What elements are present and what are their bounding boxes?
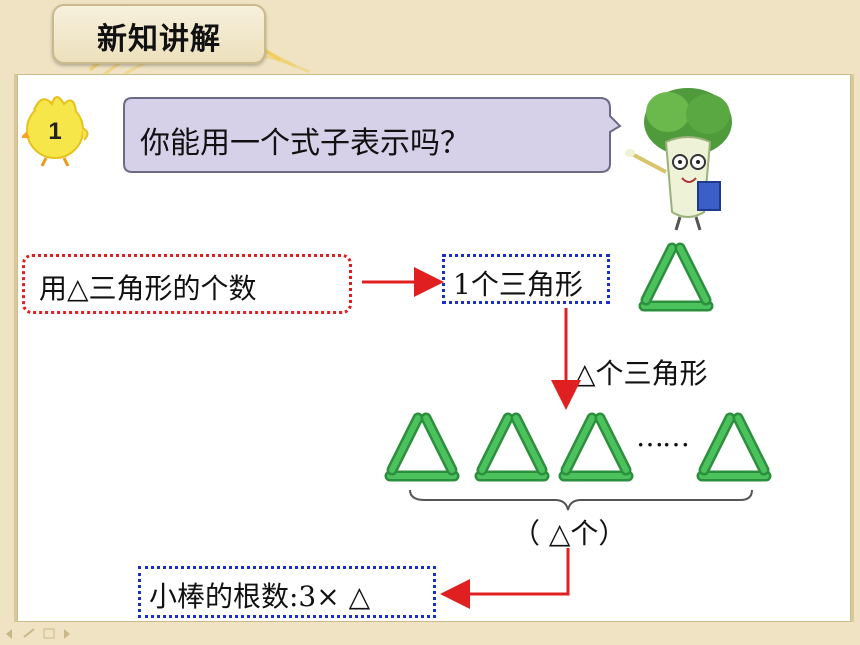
chick-icon bbox=[22, 96, 89, 167]
menu-icon[interactable] bbox=[43, 628, 55, 639]
prev-icon[interactable] bbox=[6, 629, 12, 639]
stick-triangle-icon bbox=[644, 248, 708, 306]
stick-triangle-icon bbox=[390, 418, 454, 476]
one-triangle-box: 1个三角形 bbox=[442, 254, 610, 304]
cabbage-teacher-icon bbox=[625, 88, 732, 231]
triangle-count-label: △个三角形 bbox=[574, 357, 708, 390]
stick-triangle-icon bbox=[564, 418, 628, 476]
page-title: 新知讲解 bbox=[97, 22, 221, 57]
pen-icon[interactable] bbox=[23, 628, 35, 638]
example-number: 1 bbox=[48, 118, 62, 145]
formula-box: 小棒的根数:3× △ bbox=[138, 566, 436, 618]
symbol-definition-box: 用△三角形的个数 bbox=[22, 254, 352, 314]
ellipsis: …… bbox=[636, 420, 690, 453]
stick-triangle-icon bbox=[480, 418, 544, 476]
speech-bubble bbox=[123, 97, 622, 173]
curly-brace bbox=[409, 489, 753, 511]
next-icon[interactable] bbox=[64, 629, 70, 639]
arrow-to-formula bbox=[440, 548, 570, 609]
brace-label: （ △个） bbox=[512, 517, 627, 550]
slide-toolbar[interactable] bbox=[4, 626, 84, 640]
stick-triangle-icon bbox=[702, 418, 766, 476]
question-text: 你能用一个式子表示吗？ bbox=[140, 126, 470, 161]
header-tab: 新知讲解 bbox=[52, 4, 266, 64]
